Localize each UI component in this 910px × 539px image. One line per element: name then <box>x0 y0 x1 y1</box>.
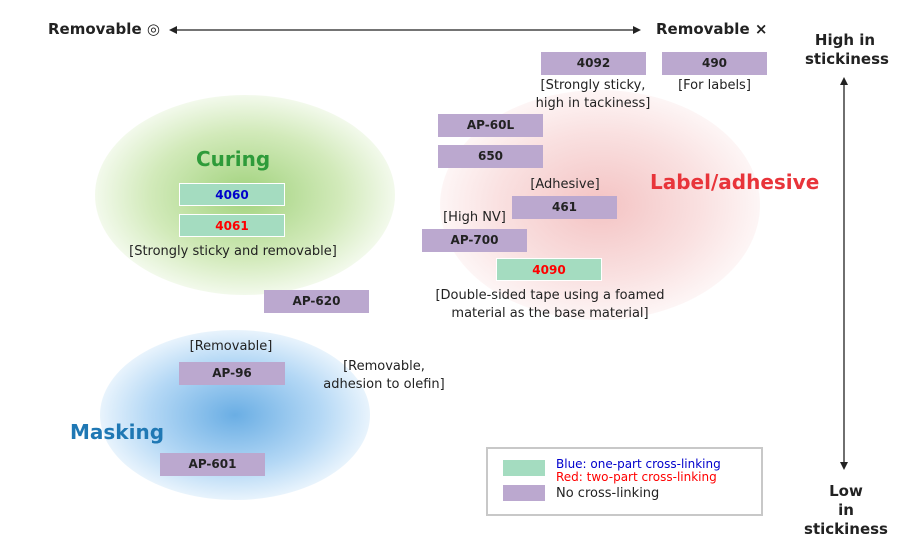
product-4090: 4090 <box>496 258 602 281</box>
product-ap-601: AP-601 <box>160 453 265 476</box>
product-ap-700: AP-700 <box>422 229 527 252</box>
product-ap-60l: AP-60L <box>438 114 543 137</box>
masking-title: Masking <box>70 420 165 444</box>
label-adhesive-title: Label/adhesive <box>650 170 820 194</box>
product-650: 650 <box>438 145 543 168</box>
removable-axis-arrow <box>169 26 641 34</box>
legend-no-crosslink-swatch <box>503 485 545 501</box>
note-removable: [Removable] <box>189 339 273 354</box>
high-stickiness-label: High in stickiness <box>805 31 889 68</box>
removable-bad-label: Removable × <box>656 20 768 38</box>
product-490: 490 <box>662 52 767 75</box>
removable-good-label: Removable ◎ <box>48 20 160 38</box>
note-490: [For labels] <box>678 78 751 93</box>
legend: Blue: one-part cross-linking Red: two-pa… <box>486 447 763 516</box>
product-ap-620: AP-620 <box>264 290 369 313</box>
note-olefin: [Removable, adhesion to olefin] <box>323 359 445 392</box>
stickiness-axis-arrow <box>840 77 848 470</box>
legend-crosslink-swatch <box>503 460 545 476</box>
product-461: 461 <box>512 196 617 219</box>
legend-no-crosslink: No cross-linking <box>556 486 660 501</box>
legend-one-part: Blue: one-part cross-linking <box>556 457 721 471</box>
product-ap-96: AP-96 <box>179 362 285 385</box>
note-foamed-tape: [Double-sided tape using a foamed materi… <box>435 288 665 321</box>
note-adhesive: [Adhesive] <box>530 177 600 192</box>
curing-title: Curing <box>196 147 271 171</box>
low-stickiness-label: Low in stickiness <box>804 482 888 538</box>
product-4060: 4060 <box>179 183 285 206</box>
product-4092: 4092 <box>541 52 646 75</box>
note-high-nv: [High NV] <box>443 210 506 225</box>
product-4061: 4061 <box>179 214 285 237</box>
note-curing: [Strongly sticky and removable] <box>129 244 337 259</box>
note-4092: [Strongly sticky, high in tackiness] <box>535 78 651 111</box>
legend-two-part: Red: two-part cross-linking <box>556 470 717 484</box>
